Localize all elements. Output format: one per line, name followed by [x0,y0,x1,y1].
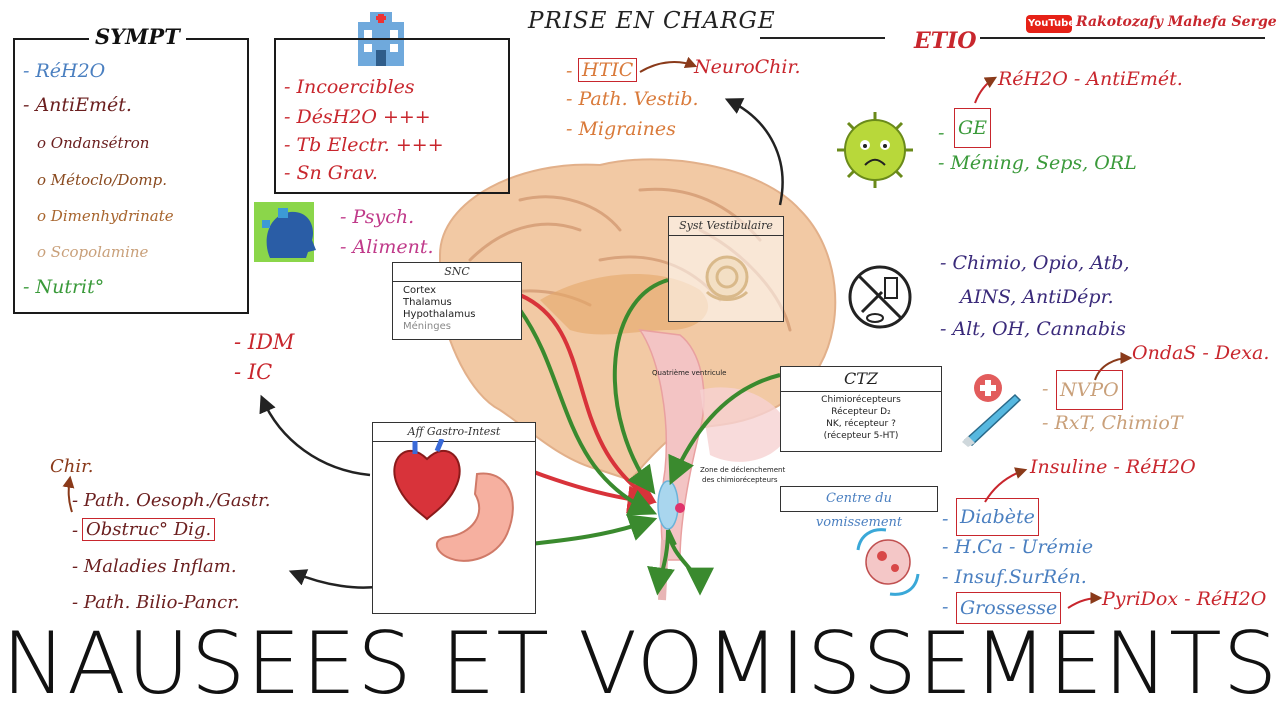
central-dash: - [566,60,573,82]
header-prise-en-charge: PRISE EN CHARGE [528,8,776,34]
diabete-treatment: Insuline - RéH2O [1030,456,1196,478]
sympt-item-metoclo: o Métoclo/Domp. [37,171,168,189]
snc-cortex: Cortex [403,285,437,296]
path-vestib-item: - Path. Vestib. [566,88,699,110]
sympt-item-nutrition: - Nutrit° [23,276,105,298]
diabete-dash: - [942,508,949,530]
sympt-box: SYMPT - RéH2O - AntiEmét. o Ondansétron … [13,24,249,314]
heart-stomach-icon [393,439,514,562]
ctz-5ht: (récepteur 5-HT) [823,431,899,441]
label-chimiorecepteurs: des chimiorécepteurs [702,476,778,484]
youtube-logo [1026,15,1072,33]
aliment-item: - Aliment. [340,236,434,258]
path-oesoph-item: - Path. Oesoph./Gastr. [72,490,271,511]
inner-ear-icon [705,255,749,301]
sympt-item-scopolamine: o Scopolamine [37,243,149,261]
label-quatrieme-ventricule: Quatrième ventricule [652,369,727,377]
hosp-item-sn-grav: - Sn Grav. [284,162,378,184]
neurochir-label: NeuroChir. [694,56,801,78]
sympt-title: SYMPT [89,24,186,49]
youtube-logo-text: YouTube [1028,18,1076,29]
grossesse-dash: - [942,596,949,618]
card-snc-title: SNC [393,263,521,282]
migraines-item: - Migraines [566,118,676,140]
ic-item: - IC [234,360,273,384]
hospitalisation-box: - Incoercibles - DésH2O +++ - Tb Electr.… [274,38,510,194]
ge-dash: - [938,122,945,144]
diabete-label: Diabète [956,498,1039,536]
metabolism-icon [856,528,920,596]
grossesse-label: Grossesse [956,592,1062,624]
ctz-nk: NK, récepteur ? [826,419,896,429]
path-bilio-item: - Path. Bilio-Pancr. [72,592,240,613]
psych-item: - Psych. [340,206,415,228]
sympt-item-rehydration: - RéH2O [23,60,106,82]
ctz-chemoreceptors: Chimiorécepteurs [821,395,901,405]
card-snc: SNC Cortex Thalamus Hypothalamus Méninge… [392,262,522,340]
snc-meninges: Méninges [403,321,451,332]
virus-icon [837,112,913,188]
sympt-item-ondansetron: o Ondansétron [37,134,150,152]
vomit-center-label: Centre du vomissement [780,486,938,530]
snc-thalamus: Thalamus [403,297,452,308]
header-etio: ETIO [914,28,977,54]
hosp-item-deshydratation: - DésH2O +++ [284,106,431,128]
no-drugs-icon [848,265,912,329]
card-gastro-title: Aff Gastro-Intest [373,423,535,442]
snc-hypothalamus: Hypothalamus [403,309,476,320]
rxt-item: - RxT, ChimioT [1042,412,1183,434]
ge-treatment: RéH2O - AntiEmét. [998,68,1183,90]
ctz-d2: Récepteur D₂ [831,407,891,417]
main-title: NAUSEES ET VOMISSEMENTS [1,614,1279,714]
hospital-icon [358,12,404,66]
nvpo-treatment: OndaS - Dexa. [1132,342,1270,364]
idm-item: - IDM [234,330,295,354]
hosp-item-incoercibles: - Incoercibles [284,76,415,98]
hosp-item-tb-electr: - Tb Electr. +++ [284,134,444,156]
scalpel-icon [962,374,1022,447]
htic-label: HTIC [578,58,638,82]
nvpo-label: NVPO [1056,370,1123,410]
maladies-inflam-item: - Maladies Inflam. [72,556,237,577]
sympt-item-dimenhydrinate: o Dimenhydrinate [37,207,174,225]
ge-label: GE [954,108,992,148]
card-vestib-title: Syst Vestibulaire [669,217,783,236]
card-gastro: Aff Gastro-Intest [372,422,536,614]
card-ctz: CTZ Chimiorécepteurs Récepteur D₂ NK, ré… [780,366,942,452]
insuf-surren-item: - Insuf.SurRén. [942,566,1087,588]
card-vestibulaire: Syst Vestibulaire [668,216,784,322]
label-zone-declenchement: Zone de déclenchement [700,466,786,474]
channel-author[interactable]: Rakotozafy Mahefa Serge [1076,14,1277,30]
card-ctz-title: CTZ [843,369,879,388]
drugs-item-2: AINS, AntiDépr. [960,286,1114,308]
obstruc-dash: - [72,520,79,541]
drugs-item-3: - Alt, OH, Cannabis [940,318,1126,340]
grossesse-treatment: PyriDox - RéH2O [1102,588,1267,610]
drugs-item-1: - Chimio, Opio, Atb, [940,252,1130,274]
obstruc-dig-item: Obstruc° Dig. [82,518,216,541]
psych-head-icon [254,202,316,262]
hca-uremie-item: - H.Ca - Urémie [942,536,1094,558]
infections-item: - Méning, Seps, ORL [938,152,1137,174]
sympt-item-antiemetic: - AntiEmét. [23,94,132,116]
chir-label: Chir. [50,456,94,477]
nvpo-dash: - [1042,378,1049,400]
